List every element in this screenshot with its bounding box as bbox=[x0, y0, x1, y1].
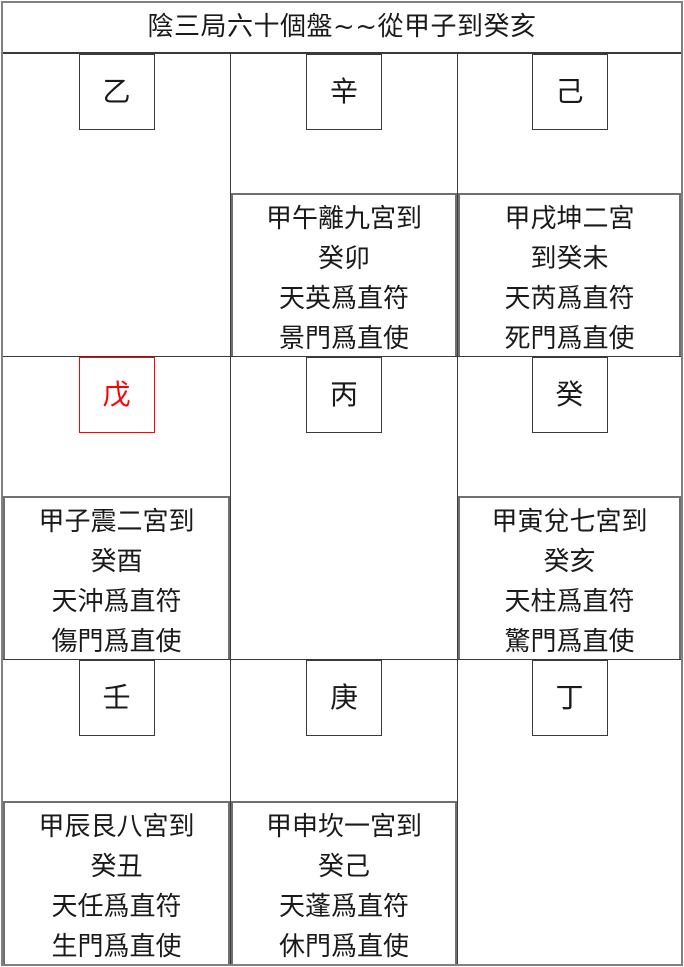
palace-body-line: 甲子震二宮到 bbox=[38, 507, 195, 537]
palace-cell-7[interactable]: 壬 甲辰艮八宮到 癸丑 天任爲直符 生門爲直使 bbox=[3, 660, 231, 964]
palace-body-line: 天柱爲直符 bbox=[504, 587, 635, 617]
palace-body-line: 癸酉 bbox=[90, 547, 143, 577]
palace-cell-5[interactable]: 丙 bbox=[231, 357, 458, 660]
palace-body-line: 到癸未 bbox=[530, 244, 609, 274]
palace-cell-4[interactable]: 戊 甲子震二宮到 癸酉 天沖爲直符 傷門爲直使 bbox=[3, 357, 231, 660]
palace-body-line: 甲寅兌七宮到 bbox=[491, 507, 648, 537]
stem-box-2[interactable]: 辛 bbox=[306, 54, 382, 130]
stem-box-5[interactable]: 丙 bbox=[306, 357, 382, 433]
palace-body-5 bbox=[231, 655, 457, 659]
stem-label-1: 乙 bbox=[102, 75, 131, 108]
stem-label-9: 丁 bbox=[555, 681, 584, 714]
palace-body-line: 天蓬爲直符 bbox=[278, 892, 409, 922]
stem-box-6[interactable]: 癸 bbox=[531, 357, 608, 433]
palace-body-line: 天沖爲直符 bbox=[51, 587, 182, 617]
palace-body-7: 甲辰艮八宮到 癸丑 天任爲直符 生門爲直使 bbox=[3, 801, 230, 964]
palace-body-line: 癸卯 bbox=[317, 244, 370, 274]
stem-label-3: 己 bbox=[555, 75, 584, 108]
stem-label-2: 辛 bbox=[329, 75, 358, 108]
palace-body-1 bbox=[3, 352, 230, 356]
palace-body-9 bbox=[458, 960, 681, 964]
palace-body-line: 驚門爲直使 bbox=[504, 627, 635, 657]
palace-cell-6[interactable]: 癸 甲寅兌七宮到 癸亥 天柱爲直符 驚門爲直使 bbox=[458, 357, 681, 660]
palace-body-line: 甲午離九宮到 bbox=[265, 204, 422, 234]
palace-cell-2[interactable]: 辛 甲午離九宮到 癸卯 天英爲直符 景門爲直使 bbox=[231, 54, 458, 357]
stem-box-7[interactable]: 壬 bbox=[78, 660, 155, 736]
palace-body-line: 癸己 bbox=[317, 852, 370, 882]
chart-title-row: 陰三局六十個盤~~從甲子到癸亥 bbox=[3, 3, 681, 54]
palace-body-line: 天任爲直符 bbox=[51, 892, 182, 922]
palace-cell-3[interactable]: 己 甲戌坤二宮 到癸未 天芮爲直符 死門爲直使 bbox=[458, 54, 681, 357]
palace-body-line: 甲戌坤二宮 bbox=[504, 204, 635, 234]
stem-box-3[interactable]: 己 bbox=[531, 54, 608, 130]
stem-box-4[interactable]: 戊 bbox=[78, 357, 155, 433]
palace-body-line: 癸亥 bbox=[543, 547, 596, 577]
palace-body-line: 死門爲直使 bbox=[504, 324, 635, 354]
palace-cell-1[interactable]: 乙 bbox=[3, 54, 231, 357]
palace-body-6: 甲寅兌七宮到 癸亥 天柱爲直符 驚門爲直使 bbox=[458, 496, 681, 659]
stem-box-8[interactable]: 庚 bbox=[306, 660, 382, 736]
palace-body-line: 休門爲直使 bbox=[278, 932, 409, 962]
stem-label-5: 丙 bbox=[329, 378, 358, 411]
stem-label-6: 癸 bbox=[555, 378, 584, 411]
stem-label-4: 戊 bbox=[102, 378, 131, 411]
palace-cell-9[interactable]: 丁 bbox=[458, 660, 681, 964]
palace-body-line: 甲辰艮八宮到 bbox=[38, 812, 195, 842]
stem-box-9[interactable]: 丁 bbox=[531, 660, 608, 736]
palace-body-line: 天芮爲直符 bbox=[504, 284, 635, 314]
palace-body-3: 甲戌坤二宮 到癸未 天芮爲直符 死門爲直使 bbox=[458, 193, 681, 356]
palace-body-line: 傷門爲直使 bbox=[51, 627, 182, 657]
palace-body-line: 甲申坎一宮到 bbox=[265, 812, 422, 842]
palace-body-4: 甲子震二宮到 癸酉 天沖爲直符 傷門爲直使 bbox=[3, 496, 230, 659]
stem-label-7: 壬 bbox=[102, 681, 131, 714]
palace-cell-8[interactable]: 庚 甲申坎一宮到 癸己 天蓬爲直符 休門爲直使 bbox=[231, 660, 458, 964]
palace-body-line: 生門爲直使 bbox=[51, 932, 182, 962]
stem-box-1[interactable]: 乙 bbox=[78, 54, 155, 130]
palace-body-line: 癸丑 bbox=[90, 852, 143, 882]
palace-body-line: 天英爲直符 bbox=[278, 284, 409, 314]
palace-grid: 乙 辛 甲午離九宮到 癸卯 天英爲直符 景門爲直使 己 bbox=[3, 54, 681, 964]
palace-body-2: 甲午離九宮到 癸卯 天英爲直符 景門爲直使 bbox=[231, 193, 457, 356]
palace-body-line: 景門爲直使 bbox=[278, 324, 409, 354]
stem-label-8: 庚 bbox=[329, 681, 358, 714]
palace-body-8: 甲申坎一宮到 癸己 天蓬爲直符 休門爲直使 bbox=[231, 801, 457, 964]
page-title: 陰三局六十個盤~~從甲子到癸亥 bbox=[147, 12, 537, 43]
